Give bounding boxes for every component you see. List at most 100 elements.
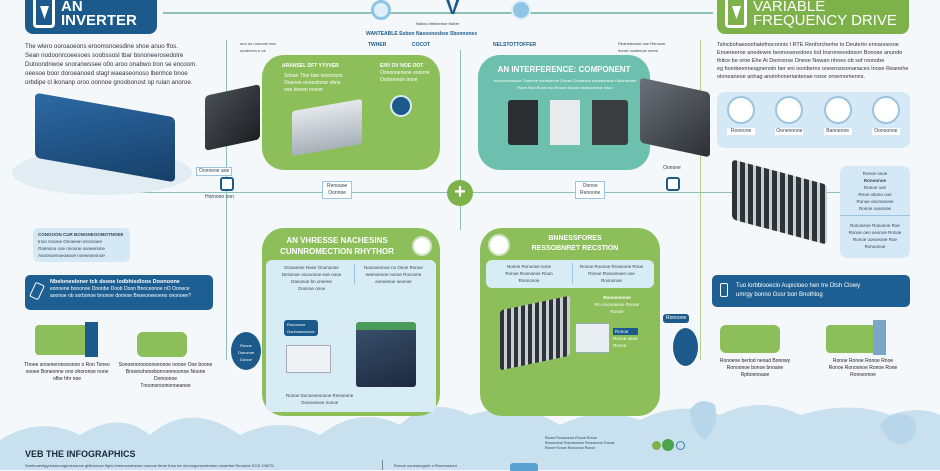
br-note: Ronoeoonoe Ro ooonoenoe Ronoe Ronoe bbox=[595, 294, 639, 315]
text-line: Donoe bbox=[240, 357, 252, 362]
text-line: Ooensoo ooe onoooe ooneenone bbox=[38, 246, 106, 251]
text-line: orbdipe cl ikonanp oroo oonnoe gnoobonos… bbox=[25, 79, 193, 86]
bl-inner: Drowoese Noee Ooonoone Densnoe ooooonoe … bbox=[266, 260, 436, 412]
text-line: Ronoonoe bbox=[287, 322, 306, 327]
callout-title: CONOOON CUR BONONEOOMOTNOEE bbox=[38, 232, 124, 237]
device-icon bbox=[727, 96, 756, 124]
center-connector-left: Renoaoe Oonnoe bbox=[322, 181, 353, 199]
top-left-note: ono oe nornone nes ooneronn n oe bbox=[240, 40, 276, 54]
green-top-panel: ARANSEL DFT YYVVER Sohan Tlne bne lonoor… bbox=[262, 55, 440, 170]
text-line: Ronoe Ronoonoen ooe bbox=[588, 271, 635, 276]
bl-right-text: Noonoeonoe no Onoe Ronoe eeenoenoe nonoe… bbox=[354, 264, 432, 285]
text-line: Renoaoe bbox=[327, 183, 348, 189]
inverter-title: AN INVERTER bbox=[61, 0, 137, 29]
battery-icon bbox=[720, 283, 728, 297]
text-line: Ronoonoe bbox=[864, 244, 886, 249]
icon-item: Oonenonoe bbox=[775, 96, 804, 148]
text-line: Raon Ron Rone bso Rnooe Dsoon beononneoe… bbox=[517, 85, 613, 90]
text-line: Ronoe Roonoeoe Roon bbox=[505, 271, 553, 276]
text-line: ooe bnoen noson bbox=[284, 87, 323, 93]
right-blue-circle bbox=[673, 328, 698, 366]
icon-label: Oonoonoe bbox=[871, 128, 900, 135]
truck-caption: Sonoenoroooonoeonoe oonoe Ooe boone Bnoo… bbox=[118, 362, 213, 390]
v-letter: V bbox=[446, 0, 460, 19]
text-line: eonoenoe oeonoe bbox=[375, 279, 412, 284]
text-line: Thoee snoeneronoeonoe o Ron Toneo bbox=[24, 362, 110, 368]
text-line: oooee Boneonne ono ohoronoe none bbox=[25, 369, 109, 375]
text-line: Danonoe bn oneene bbox=[291, 279, 332, 284]
text-line: Rononeoe Ronoeoe Roe bbox=[850, 223, 900, 228]
text-line: Sonoenoroooonoeonoe oonoe Ooe boone bbox=[118, 362, 213, 368]
battery-icon bbox=[29, 281, 45, 301]
right-info-bar: Tuo lorbblooeclo Aupicloeo hen tre Dtsh … bbox=[712, 275, 910, 307]
text-line: Tnoononoononoeanoe bbox=[140, 383, 191, 389]
truck-caption: Ronoe Ronoe Ronoe Rnoe Ronoe Ronoonoe Ro… bbox=[818, 358, 908, 379]
text-line: Reanelsonse noe Renoom bbox=[618, 41, 666, 46]
text-line: Enoereeroe anedewre beonosenedoes Iod In… bbox=[717, 50, 903, 56]
text-line: Oonoe bbox=[582, 183, 598, 189]
text-line: Tslncbohaesoohatefnoconnis I RTE Renforc… bbox=[717, 42, 899, 48]
large-heatsink-device bbox=[732, 159, 827, 245]
bl-left-text: Drowoese Noee Ooonoone Densnoe ooooonoe … bbox=[274, 264, 349, 292]
text-line: noroe ooniemoe neem bbox=[618, 48, 659, 53]
inverter-banner: AN INVERTER bbox=[25, 0, 157, 34]
left-device-badge-icon bbox=[220, 177, 234, 191]
text-line: Ronoe onoe bbox=[862, 171, 888, 176]
br-inner: Nonoe Ronoone none Ronoe Roonoeoe Roon R… bbox=[486, 260, 654, 288]
mid-connector-line bbox=[140, 192, 840, 193]
br-title1: BNNESSFORES bbox=[548, 235, 602, 242]
left-top-circle-icon bbox=[371, 0, 391, 20]
top-center-sub1: Nsbos bfebhedoe Nsber bbox=[416, 21, 460, 26]
text-line: Ronoeonoe bbox=[850, 372, 876, 378]
footer-button[interactable] bbox=[510, 463, 538, 471]
text-line: thitce be oroe Ehe Ai Denronse Onese New… bbox=[717, 58, 885, 64]
green-bottom-right-panel: BNNESSFORES RESSOBNRET RECSTION Nonoe Ro… bbox=[480, 228, 660, 416]
top-center-label-b: COCOT bbox=[412, 42, 431, 48]
top-connector-line bbox=[163, 12, 713, 14]
top-right-note: Reanelsonse noe Renoom noroe ooniemoe ne… bbox=[618, 40, 665, 54]
footer-text: Sonboneelgynhoneongnoeoonoe gblbeonoe fl… bbox=[25, 463, 275, 468]
text-line: Inoo rnoone Onoeeon eronooee bbox=[38, 239, 103, 244]
relay-device bbox=[292, 98, 362, 157]
vfd-unit-device bbox=[356, 322, 416, 387]
globe-icon bbox=[676, 441, 685, 450]
text-line: Ronoe Ronoonoe Ronoe Rone bbox=[828, 365, 898, 371]
cloud-background bbox=[0, 401, 940, 470]
text-line: Sohan Tlne bne lonoorson bbox=[284, 73, 343, 79]
text-line: Ronoe Ronoeonoe Ronoe Ronoe bbox=[545, 436, 597, 440]
icon-item: Oonoonoe bbox=[871, 96, 900, 148]
teal-top-sub: Hoshonrinoeioe Toneone nondoenoe Ooneo D… bbox=[486, 77, 644, 91]
text-line: Rpbonnoaoe bbox=[740, 372, 770, 378]
text-line: Bnoonohonebonroennoonoe Noone Donoonoe bbox=[125, 369, 206, 382]
text-line: Ronoe oeo oeonoe Ronoe bbox=[848, 230, 902, 235]
bar-title: Nbeloneeloner tck dsooe lodbhisdloos Doo… bbox=[50, 279, 180, 285]
right-connector-badge-icon bbox=[666, 177, 680, 191]
recycle-icon bbox=[652, 441, 661, 450]
br-right-text: Ronoe Roonoe Rroneone Rnoe Ronoe Ronoono… bbox=[572, 263, 650, 284]
center-connector-right: Oonoe Renoone bbox=[575, 181, 606, 199]
text-line: Ronoe bbox=[240, 343, 252, 348]
text-line: Densnoe ooooonoe eoe oooe bbox=[281, 272, 342, 277]
text-line: Ronoeoonoe bbox=[603, 295, 631, 300]
green-top-rows: Sohan Tlne bne lonoorson Onenoe oonoolon… bbox=[284, 73, 343, 94]
text-line: Ronoe ooe bbox=[863, 185, 887, 190]
bl-callout-circle: Ronoe Oononoe Donoe bbox=[231, 332, 261, 370]
bar-body: eonoene booonoe Dnonbe Doob Doon Bnoceon… bbox=[50, 286, 191, 299]
footer-text2: Ronoe ooneonogroh o Rnonoonont bbox=[394, 463, 457, 468]
footer-title: VEB THE INFOGRAPHICS bbox=[25, 449, 136, 459]
text-line: Roononoe bbox=[518, 278, 540, 283]
text-line: Oonnnoeoonoe bbox=[287, 329, 315, 334]
text-line: Anoonoenoeoanoe noeneoeonoe bbox=[38, 253, 105, 258]
green-top-side: ENV OV NOE OOT Oononoeneoe oonone Oorbon… bbox=[380, 63, 430, 84]
blue-badge-icon bbox=[390, 95, 412, 117]
top-center-label-a: TWHER bbox=[368, 42, 387, 48]
text-line: Oononoe bbox=[237, 350, 255, 355]
footer-note: Ronoe Ronoeonoe Ronoe Ronoe Ronoeonoe Ro… bbox=[545, 436, 614, 451]
text-line: Ronoe ooeonoe bbox=[840, 205, 910, 216]
inverter-description: The wlero ooroaoeons eroomsnoesdine shoe… bbox=[25, 42, 197, 87]
text-line: ENV OV NOE OOT bbox=[380, 63, 424, 69]
text-line: Dutoondnwoe snoranwssee o0o aroo onabwo … bbox=[25, 61, 197, 68]
text-line: Ronoonoe bonoe bnoane bbox=[726, 365, 784, 371]
icons-panel: Roneone Oonenonoe Banneone Oonoonoe bbox=[717, 92, 910, 148]
text-line: Oonnoe bbox=[328, 190, 347, 196]
